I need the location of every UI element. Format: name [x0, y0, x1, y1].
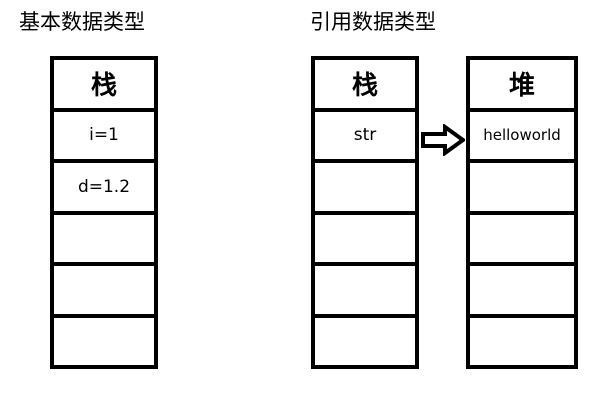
reference-heap-cell-3 — [470, 214, 574, 266]
reference-heap-cell-5 — [470, 317, 574, 365]
reference-heap-header: 堆 — [470, 60, 574, 112]
primitive-stack-cell-5 — [54, 317, 154, 365]
reference-heap-column: 堆 helloworld — [466, 56, 578, 369]
reference-stack-cell-4 — [315, 266, 415, 318]
reference-stack-header: 栈 — [315, 60, 415, 112]
primitive-stack-column: 栈 i=1 d=1.2 — [50, 56, 158, 369]
primitive-stack-cell-1: i=1 — [54, 111, 154, 163]
reference-stack-column: 栈 str — [311, 56, 419, 369]
reference-heap-cell-4 — [470, 266, 574, 318]
block-arrow-right-icon — [421, 124, 465, 156]
primitive-stack-header: 栈 — [54, 60, 154, 112]
reference-stack-cell-2 — [315, 163, 415, 215]
reference-section-title: 引用数据类型 — [310, 10, 436, 34]
reference-stack-cell-3 — [315, 214, 415, 266]
reference-stack-cell-5 — [315, 317, 415, 365]
primitive-stack-cell-4 — [54, 266, 154, 318]
reference-heap-cell-1: helloworld — [470, 111, 574, 163]
primitive-stack-cell-2: d=1.2 — [54, 163, 154, 215]
reference-stack-cell-1: str — [315, 111, 415, 163]
primitive-stack-cell-3 — [54, 214, 154, 266]
primitive-section-title: 基本数据类型 — [19, 10, 145, 34]
reference-heap-cell-2 — [470, 163, 574, 215]
